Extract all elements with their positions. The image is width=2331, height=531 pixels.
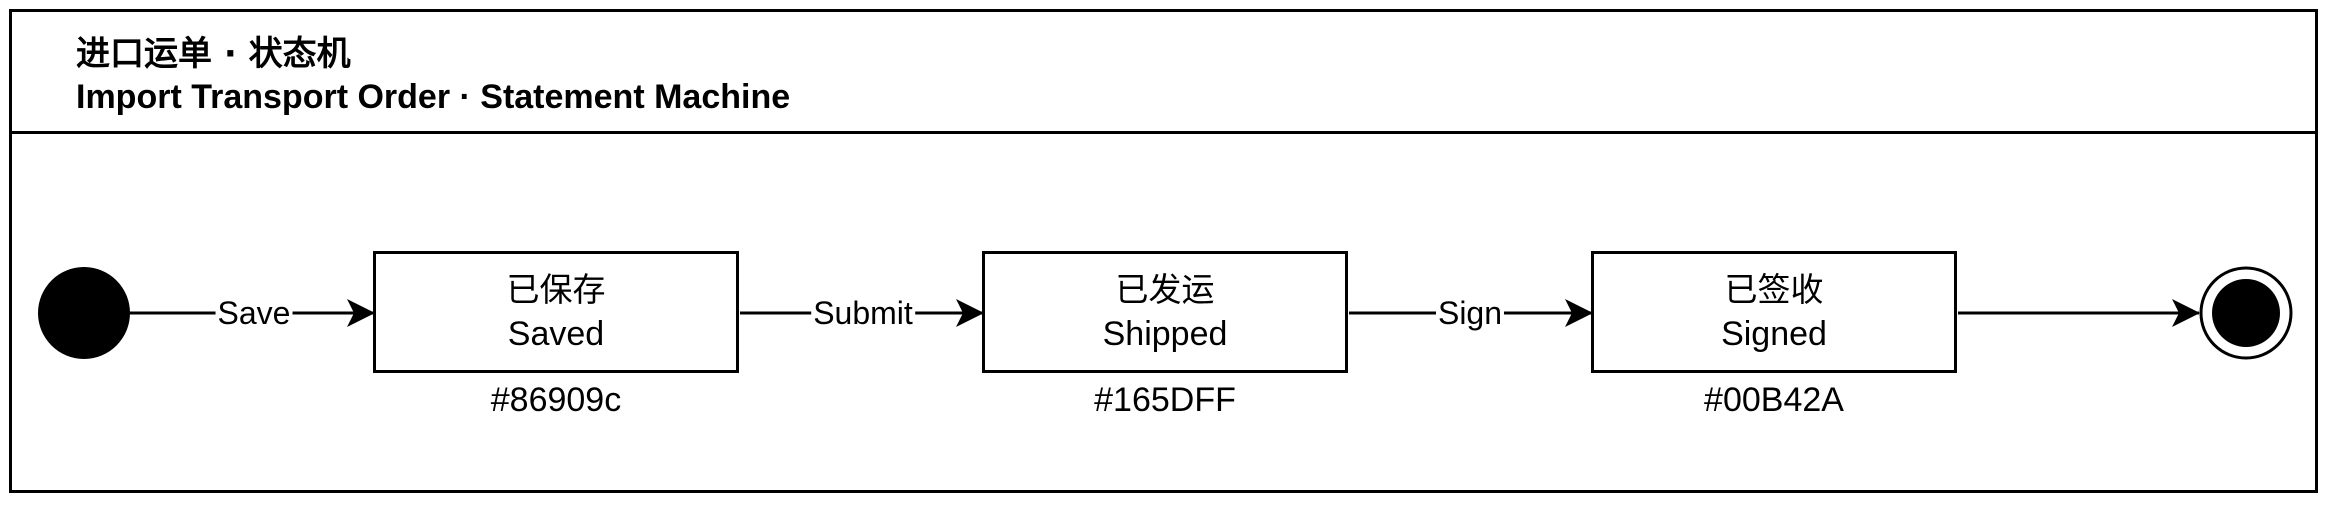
state-label-zh: 已发运 <box>1115 270 1215 309</box>
state-label-en: Shipped <box>1102 315 1228 353</box>
state-node-saved: 已保存 Saved <box>373 251 739 373</box>
state-label-zh: 已保存 <box>506 270 606 309</box>
transition-label-submit: Submit <box>811 293 915 333</box>
diagram-header: 进口运单 · 状态机 Import Transport Order · Stat… <box>12 12 2315 134</box>
transition-label-save: Save <box>215 293 293 333</box>
state-node-signed: 已签收 Signed <box>1591 251 1957 373</box>
state-label-en: Signed <box>1721 315 1827 353</box>
transition-label-sign: Sign <box>1435 293 1505 333</box>
state-label-en: Saved <box>507 315 605 353</box>
diagram-title-en: Import Transport Order · Statement Machi… <box>76 78 791 116</box>
state-color-saved: #86909c <box>490 381 622 419</box>
state-color-signed: #00B42A <box>1704 381 1844 419</box>
initial-state-node <box>38 267 130 359</box>
state-color-shipped: #165DFF <box>1094 381 1236 419</box>
final-state-inner-dot <box>2212 279 2280 347</box>
state-node-shipped: 已发运 Shipped <box>982 251 1348 373</box>
diagram-title-zh: 进口运单 · 状态机 <box>76 34 351 74</box>
state-label-zh: 已签收 <box>1724 270 1824 309</box>
diagram-frame: 进口运单 · 状态机 Import Transport Order · Stat… <box>9 9 2318 493</box>
